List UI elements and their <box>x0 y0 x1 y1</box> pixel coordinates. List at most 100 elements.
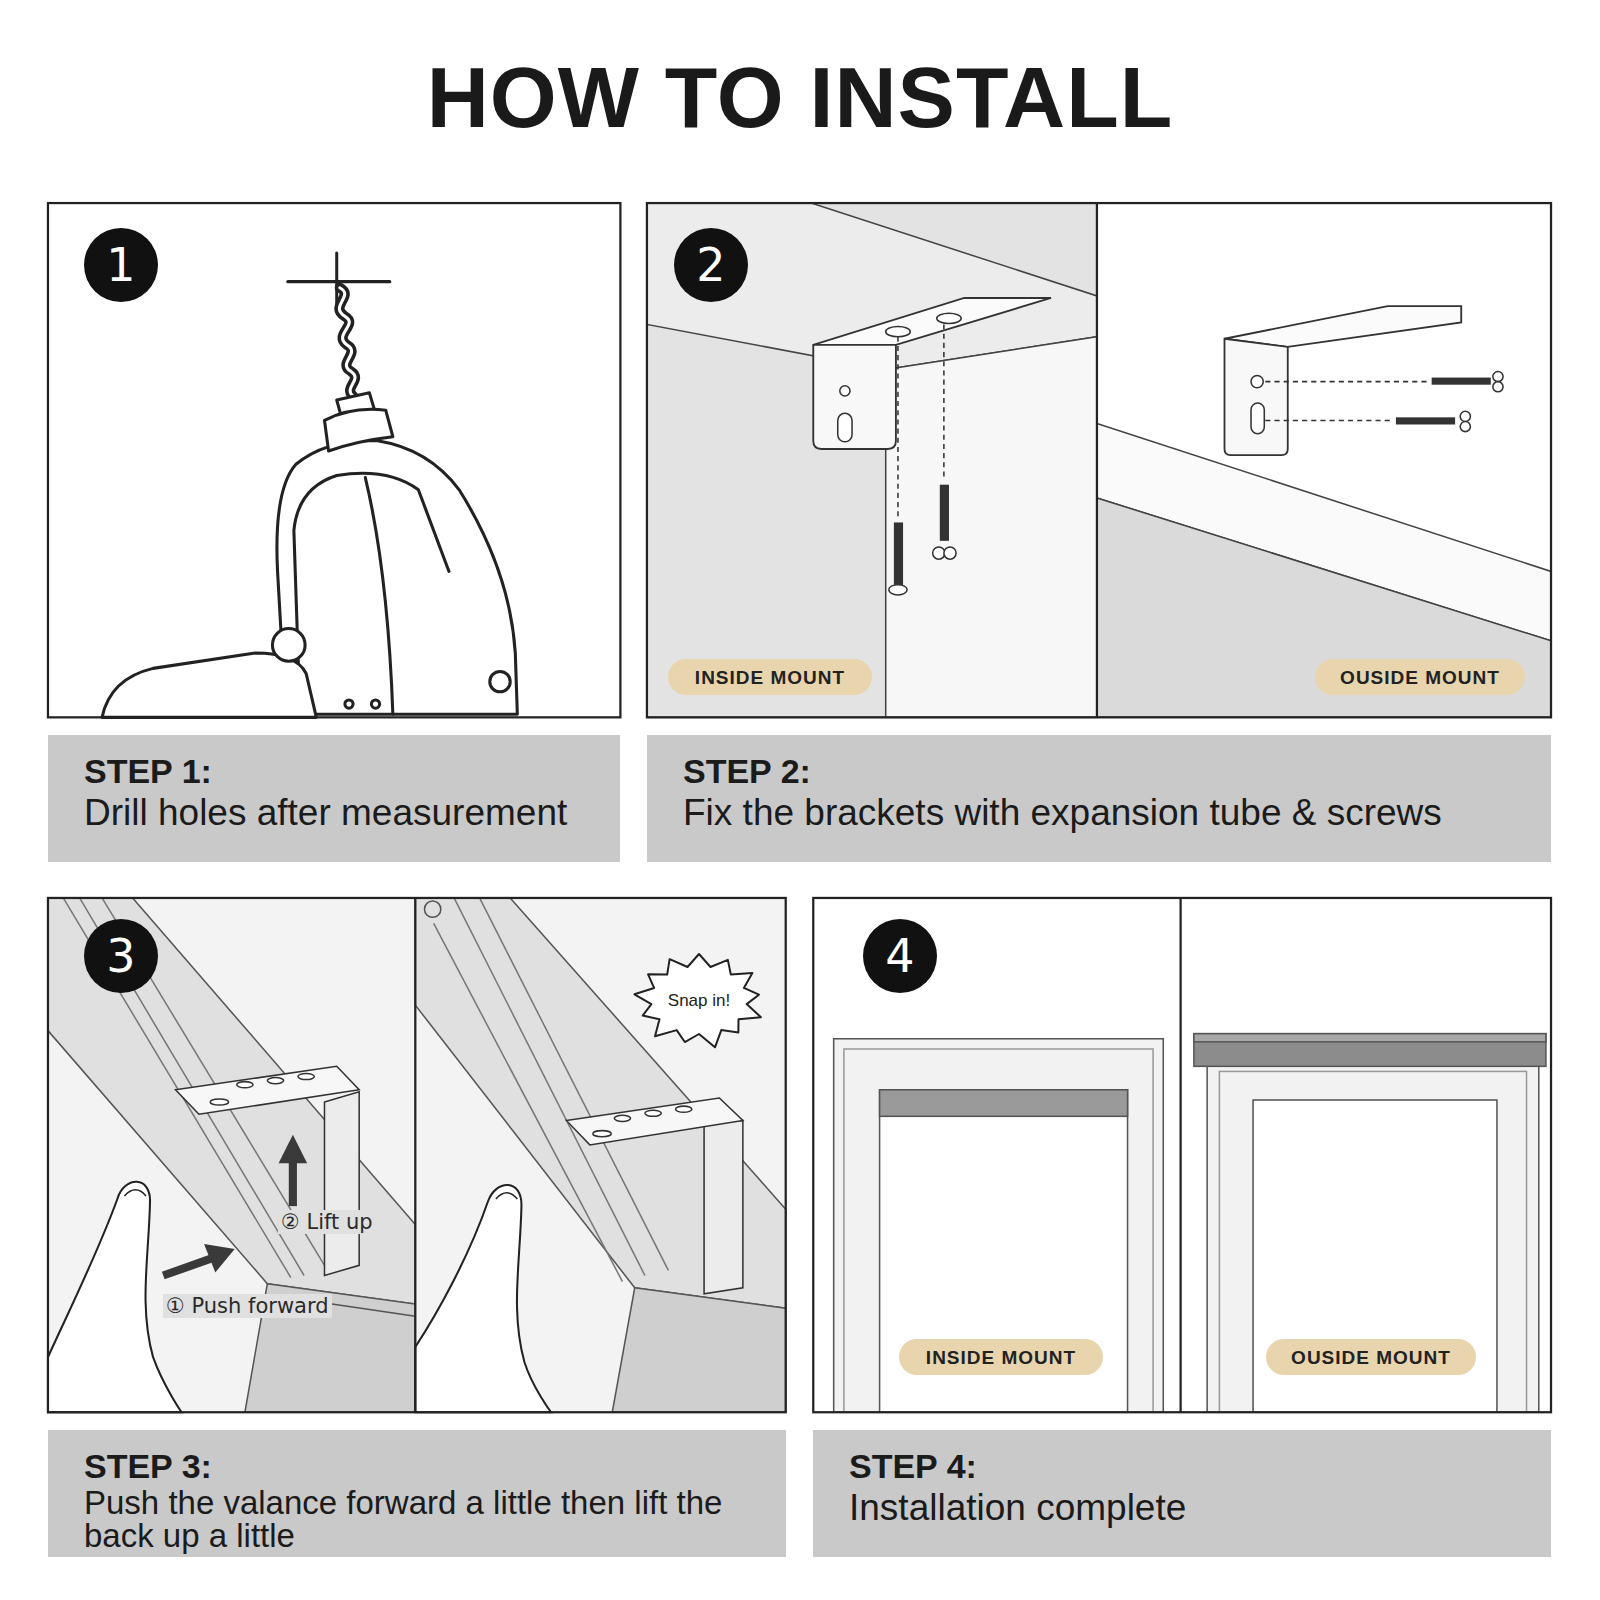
screw-head <box>889 585 907 595</box>
wall-ground <box>1097 203 1551 717</box>
hand <box>415 1185 551 1412</box>
bracket-hole <box>237 1082 253 1088</box>
window-frame-bevel <box>1219 1071 1526 1412</box>
screw-anchor <box>1460 411 1470 421</box>
snap-starburst: Snap in! <box>633 952 765 1048</box>
bracket-hole <box>937 313 961 323</box>
step-number: 4 <box>885 933 914 979</box>
drill-handle <box>102 653 316 717</box>
step-caption-band: STEP 3:Push the valance forward a little… <box>48 1430 786 1557</box>
valance-end <box>612 1288 785 1412</box>
step-number-badge: 2 <box>674 228 748 302</box>
panel-frame <box>813 898 1551 1412</box>
valance-snapped-illustration <box>415 898 785 1412</box>
drill-trigger <box>272 629 305 662</box>
mount-type-label: INSIDE MOUNT <box>926 1348 1076 1367</box>
step-instruction: Drill holes after measurement <box>84 791 584 835</box>
panel-outlines <box>48 203 1551 1412</box>
panel-divider <box>1179 898 1181 1412</box>
valance-push-lift-illustration <box>48 898 415 1412</box>
action-label: ② Lift up <box>278 1210 376 1234</box>
step-number-badge: 4 <box>863 919 937 993</box>
screw-anchor <box>1493 382 1503 392</box>
mount-type-label: OUSIDE MOUNT <box>1340 668 1500 687</box>
inside-mount-bracket-illustration <box>647 203 1097 717</box>
drill-body-line <box>294 473 449 714</box>
screw-guide-line <box>943 324 945 479</box>
screw <box>1396 417 1455 424</box>
ground <box>48 898 415 1412</box>
panel-divider <box>1096 203 1098 717</box>
bracket-hole <box>210 1099 228 1105</box>
step-heading: STEP 3: <box>84 1447 750 1486</box>
window-opening <box>1097 498 1551 717</box>
bracket-hole <box>614 1115 630 1121</box>
step-number: 2 <box>696 242 725 288</box>
screw-anchor <box>1493 371 1503 381</box>
drill-body-line <box>365 478 393 715</box>
drill-bit <box>339 288 355 396</box>
bracket-hole <box>840 386 850 396</box>
mount-type-label: OUSIDE MOUNT <box>1291 1348 1451 1367</box>
thumbnail <box>124 1190 145 1196</box>
bracket-vertical-plate <box>813 345 896 449</box>
expansion-tube-end <box>933 547 945 559</box>
drill-illustration <box>102 253 517 717</box>
bracket-hole <box>267 1078 283 1084</box>
window-frame-bevel <box>844 1049 1153 1412</box>
step-heading: STEP 2: <box>683 752 1515 791</box>
bracket-plate <box>176 1066 360 1114</box>
push-arrowhead <box>204 1244 235 1273</box>
panel-frame <box>48 898 786 1412</box>
window-opening <box>1253 1100 1497 1412</box>
panel-frame <box>48 203 620 717</box>
valance-inside <box>880 1090 1128 1117</box>
step-caption-band: STEP 2:Fix the brackets with expansion t… <box>647 735 1551 862</box>
bracket-hole <box>593 1131 611 1137</box>
window-frame <box>834 1039 1164 1412</box>
snap-callout-text: Snap in! <box>668 992 730 1009</box>
mount-type-pill: OUSIDE MOUNT <box>1315 659 1525 695</box>
drill-vent <box>345 700 353 708</box>
valance-rail <box>434 923 623 1281</box>
step-instruction: Push the valance forward a little then l… <box>84 1486 750 1552</box>
window-opening <box>880 1090 1128 1412</box>
expansion-tube-end <box>944 547 956 559</box>
outside-mount-bracket-illustration <box>1097 203 1551 717</box>
mount-type-pill: INSIDE MOUNT <box>899 1339 1103 1375</box>
drill-chuck <box>324 409 392 451</box>
panel-divider <box>414 898 416 1412</box>
step-number: 3 <box>106 933 135 979</box>
step-number: 1 <box>106 242 135 288</box>
step-heading: STEP 4: <box>849 1447 1515 1486</box>
bracket-slot <box>1251 403 1264 434</box>
valance-outside <box>1194 1034 1546 1067</box>
finished-window-illustration <box>834 1034 1546 1413</box>
step-number-badge: 1 <box>84 228 158 302</box>
hand <box>48 1182 182 1413</box>
mount-type-pill: INSIDE MOUNT <box>668 659 872 695</box>
bracket-clip <box>324 1092 359 1276</box>
page-title: HOW TO INSTALL <box>0 54 1600 140</box>
screw-anchor <box>1460 421 1470 431</box>
lift-arrowhead <box>279 1135 308 1164</box>
expansion-tube <box>940 485 949 541</box>
panel-frame <box>647 203 1551 717</box>
drill-bit <box>339 288 355 396</box>
bracket-hole <box>676 1106 692 1112</box>
window-frame <box>1207 1061 1539 1412</box>
bracket-top-plate <box>813 298 1051 345</box>
screw <box>894 522 903 585</box>
bracket-hole <box>886 327 910 337</box>
mount-type-label: INSIDE MOUNT <box>695 668 845 687</box>
bracket-hole <box>298 1073 314 1079</box>
thumbnail <box>496 1193 517 1199</box>
step-caption-band: STEP 1:Drill holes after measurement <box>48 735 620 862</box>
ground <box>415 898 785 1412</box>
step-caption-band: STEP 4:Installation complete <box>813 1430 1551 1557</box>
screw-guide-line <box>1265 420 1389 422</box>
bracket-top-plate <box>1224 306 1461 347</box>
window-side <box>886 337 1097 718</box>
lift-arrow <box>289 1161 297 1206</box>
